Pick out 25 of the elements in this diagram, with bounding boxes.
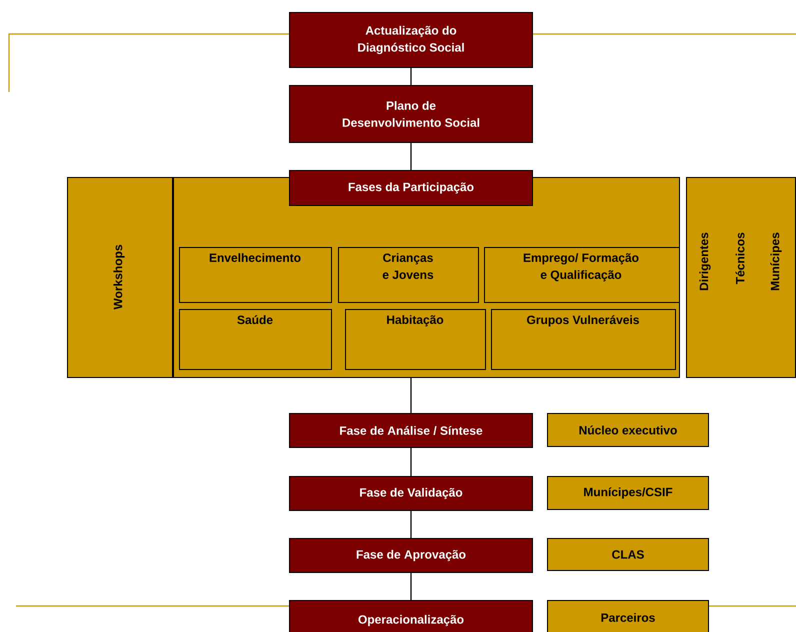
phase-box: Fase de Validação bbox=[289, 476, 533, 511]
theme-box: Emprego/ Formação e Qualificação bbox=[484, 247, 680, 303]
phase-box: Fases da Participação bbox=[289, 170, 533, 206]
workshop-box: Workshops bbox=[67, 177, 173, 378]
phase-box: Fase de Análise / Síntese bbox=[289, 413, 533, 448]
participant-box: Dirigentes Técnicos Munícipes bbox=[686, 177, 796, 378]
phase-box: Fase de Aprovação bbox=[289, 538, 533, 573]
theme-box: Saúde bbox=[179, 309, 332, 370]
connector bbox=[410, 573, 412, 600]
theme-box: Habitação bbox=[345, 309, 486, 370]
phase-box: Operacionalização bbox=[289, 600, 533, 632]
theme-box: Crianças e Jovens bbox=[338, 247, 479, 303]
connector bbox=[410, 448, 412, 476]
connector bbox=[410, 68, 412, 85]
phase-box: Actualização do Diagnóstico Social bbox=[289, 12, 533, 68]
connector bbox=[410, 511, 412, 538]
theme-box: Envelhecimento bbox=[179, 247, 332, 303]
phase-box: Plano de Desenvolvimento Social bbox=[289, 85, 533, 143]
participant-box: Munícipes/CSIF bbox=[547, 476, 709, 510]
participant-box: CLAS bbox=[547, 538, 709, 571]
connector bbox=[410, 378, 412, 413]
theme-box: Grupos Vulneráveis bbox=[491, 309, 676, 370]
connector bbox=[410, 143, 412, 170]
participant-box: Parceiros bbox=[547, 600, 709, 632]
participant-box: Núcleo executivo bbox=[547, 413, 709, 447]
